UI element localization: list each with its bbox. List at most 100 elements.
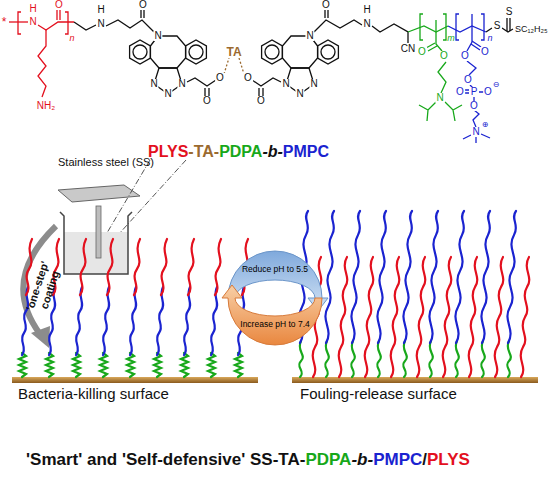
atom-label: O — [202, 96, 212, 106]
atom-label: O — [243, 73, 253, 83]
atom-label: N — [281, 79, 290, 89]
backbone — [408, 26, 448, 32]
repeat-bracket — [456, 14, 484, 40]
atom-label: O — [54, 0, 64, 10]
atom-label: O — [455, 87, 465, 97]
plys-bonds — [9, 10, 74, 97]
benzene-ring — [186, 40, 207, 64]
atom-label: H — [96, 5, 105, 15]
aromatic-circle — [265, 45, 279, 59]
atom-label: O — [483, 87, 493, 97]
backbone — [448, 26, 486, 32]
atom-label: N — [471, 127, 480, 137]
atom-label: N — [295, 89, 304, 99]
atom-label: N — [305, 31, 314, 41]
atom-label: O — [256, 96, 266, 106]
side-chain — [38, 30, 46, 97]
atom-label: CN — [400, 44, 416, 54]
band-text: Increase pH to 7.4 — [228, 320, 322, 329]
atom-label: O — [417, 47, 427, 57]
polymer-brush — [299, 211, 529, 377]
name-part: -TA- — [188, 143, 219, 160]
atom-label: P — [470, 87, 479, 97]
double-bond — [205, 88, 209, 96]
atom-label: H — [362, 5, 371, 15]
pmpc-bonds — [448, 14, 490, 143]
charge-sign: ⊖ — [493, 81, 500, 89]
double-bond — [426, 43, 437, 51]
atom-label: N — [153, 31, 162, 41]
atom-label: H — [28, 4, 37, 14]
double-bond — [141, 10, 144, 18]
atom-label: N — [149, 79, 158, 89]
atom-label: N — [435, 93, 444, 103]
curved-arrow-band — [222, 285, 322, 345]
polymer-name: PLYS-TA-PDPA-b-PMPC — [148, 144, 329, 160]
summary-caption: 'Smart' and 'Self-defensive' SS-TA-PDPA-… — [26, 451, 470, 468]
steel-plate — [58, 185, 140, 202]
charge-sign: ⊕ — [482, 121, 489, 129]
repeat-bracket — [18, 12, 21, 34]
atom-label: SC₁₂H₂₅ — [514, 25, 549, 34]
atom-label: N — [177, 79, 186, 89]
name-part: -b- — [351, 450, 373, 469]
atom-label: O — [460, 51, 470, 61]
aromatic-circle — [133, 45, 147, 59]
band-outline — [228, 251, 322, 298]
surface-label: Fouling-release surface — [300, 386, 457, 401]
double-bond — [57, 10, 60, 20]
ph-switch-band: Reduce pH to 5.5 — [228, 251, 322, 298]
linker-bonds — [74, 10, 513, 96]
isopropyl-groups — [419, 102, 462, 121]
double-bond — [325, 10, 328, 18]
name-part: PMPC — [283, 143, 329, 160]
atom-label: S — [505, 7, 514, 17]
name-part: 'Smart' and 'Self-defensive' SS-TA- — [26, 450, 305, 469]
double-bond — [507, 18, 510, 31]
aromatic-circle — [321, 45, 335, 59]
double-bond — [259, 88, 263, 96]
atom-label: O — [480, 47, 490, 57]
atom-label: N — [28, 17, 37, 27]
curved-arrow-band — [228, 251, 328, 311]
immersed-plate — [96, 206, 101, 258]
repeat-subscript: n — [69, 34, 74, 43]
linker-label: TA — [225, 46, 242, 58]
atom-label: O — [463, 75, 473, 85]
atom-label: O — [439, 51, 449, 61]
polymer-brush — [19, 239, 248, 377]
aromatic-circle — [189, 45, 203, 59]
atom-label: N — [163, 89, 172, 99]
substrate — [292, 377, 538, 383]
atom-label: N — [362, 19, 371, 29]
atom-label: O — [138, 0, 148, 10]
name-part: / — [422, 450, 427, 469]
benzene-ring — [130, 40, 151, 64]
name-part: PLYS — [148, 143, 188, 160]
atom-label: NH₂ — [36, 101, 56, 111]
atom-label: N — [309, 79, 318, 89]
atom-label: N — [96, 19, 105, 29]
end-group-mark: * — [2, 16, 7, 28]
atom-label: O — [469, 101, 479, 111]
benzene-ring — [318, 40, 339, 64]
bond — [74, 22, 96, 30]
atom-label: O — [215, 73, 225, 83]
name-part: PDPA — [219, 143, 262, 160]
bond — [372, 24, 408, 43]
bond — [467, 14, 472, 51]
ph-switch-band: Increase pH to 7.4 — [228, 298, 322, 345]
bond — [314, 20, 362, 32]
side-chain — [438, 62, 446, 93]
pdpa-bonds — [408, 14, 462, 121]
arrow-head — [31, 326, 50, 348]
benzene-ring — [262, 40, 283, 64]
bond — [106, 20, 154, 32]
name-part: PMPC — [373, 450, 422, 469]
material-label: Stainless steel (SS) — [58, 156, 154, 169]
repeat-bracket — [420, 14, 446, 40]
surface-label: Bacteria-killing surface — [18, 386, 169, 401]
repeat-subscript: m — [447, 34, 455, 43]
bond — [252, 78, 281, 86]
